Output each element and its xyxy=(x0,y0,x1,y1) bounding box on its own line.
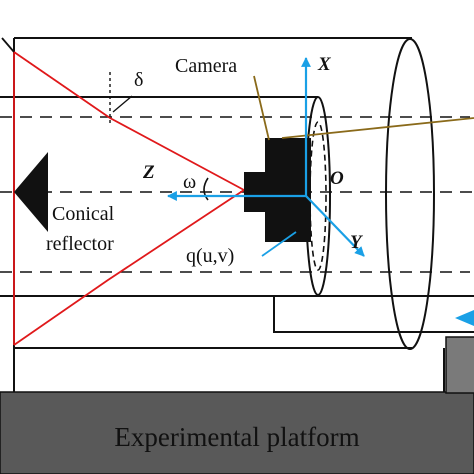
camera-pointer-ext xyxy=(281,117,474,139)
camera-pointer xyxy=(253,75,270,141)
camera-label: Camera xyxy=(175,55,237,77)
mount-plate xyxy=(273,295,474,333)
origin-label: O xyxy=(330,168,344,189)
platform-base xyxy=(0,391,474,474)
camera-lens-stage xyxy=(244,172,266,212)
support-post xyxy=(445,336,474,394)
conical-reflector-label-2: reflector xyxy=(46,233,114,255)
ray-upper-dotted xyxy=(13,51,111,119)
camera-body-upper xyxy=(265,138,311,242)
x-axis-label: X xyxy=(317,54,332,75)
delta-label: δ xyxy=(134,69,143,91)
delta-pointer xyxy=(112,95,133,113)
ray-reflector-edge xyxy=(1,37,15,53)
image-point-pointer xyxy=(261,231,297,257)
omega-arc xyxy=(203,177,209,201)
pipe-end-ellipse xyxy=(385,38,435,350)
ray-lower xyxy=(13,189,245,346)
image-point-label: q(u,v) xyxy=(186,245,234,267)
y-axis-arrow xyxy=(305,195,365,257)
conical-reflector-shape xyxy=(14,152,48,232)
conical-reflector-label-1: Conical xyxy=(52,203,115,225)
omega-label: ω xyxy=(183,171,196,193)
z-axis-label: Z xyxy=(142,162,155,183)
platform-label: Experimental platform xyxy=(114,422,359,452)
mount-arrow xyxy=(455,310,474,326)
y-axis-label: Y xyxy=(350,232,364,253)
